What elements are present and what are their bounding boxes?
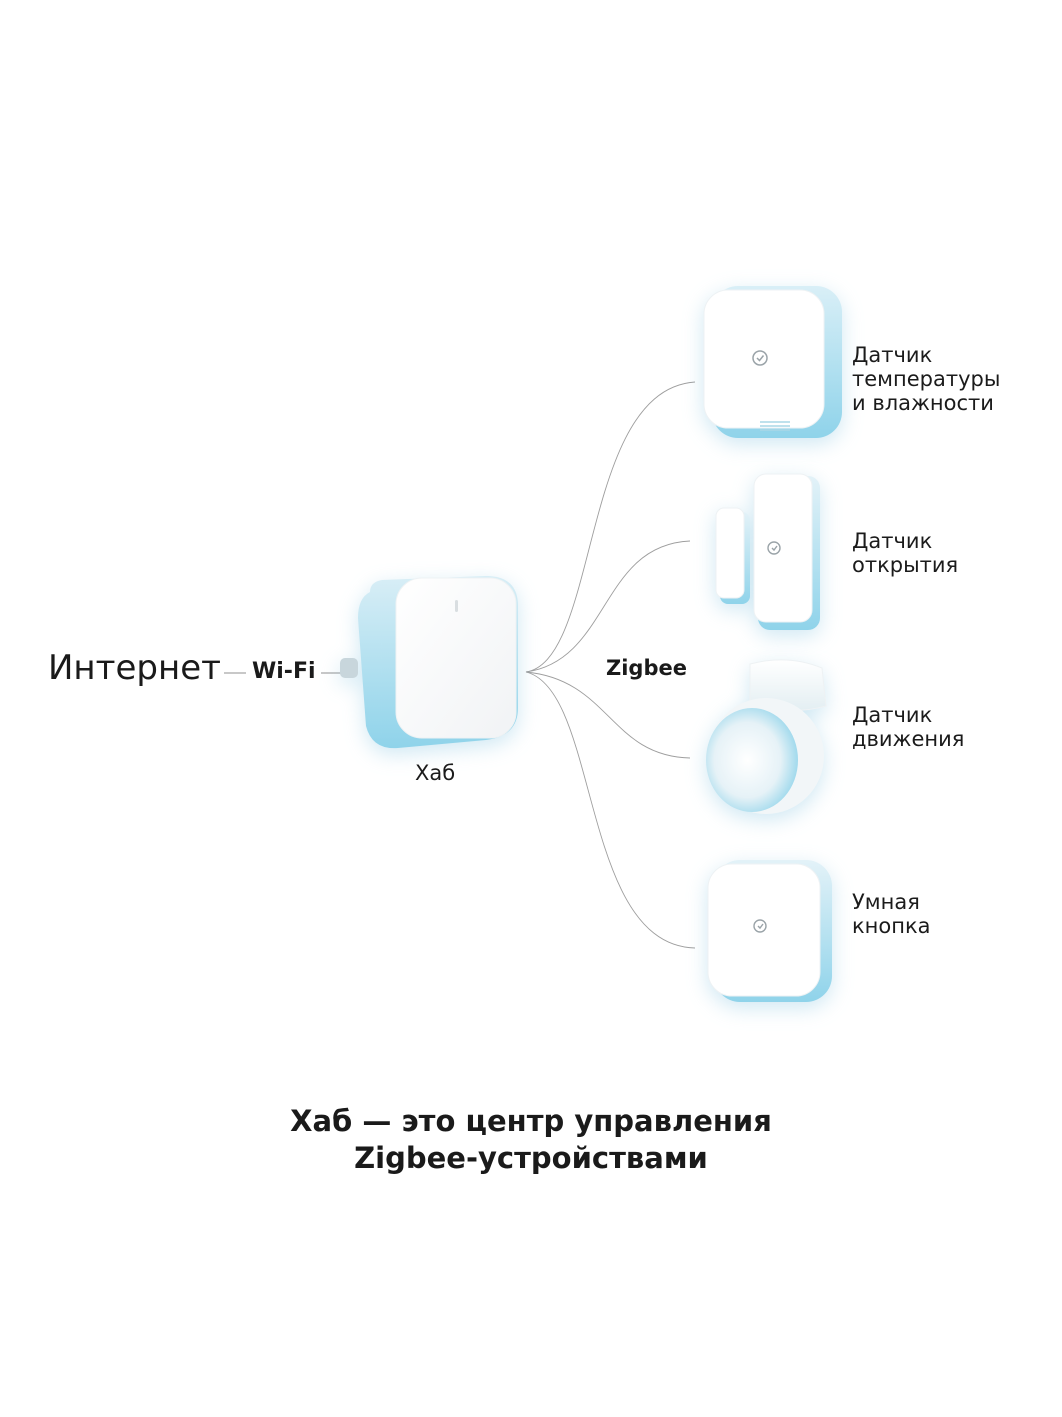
zigbee-line-2 bbox=[525, 540, 691, 673]
device-label-3: Датчик движения bbox=[852, 703, 964, 751]
device-label-1-line-2: температуры bbox=[852, 367, 1001, 391]
caption: Хаб — это центр управления Zigbee-устрой… bbox=[0, 1103, 1062, 1177]
motion-sensor-icon bbox=[706, 659, 827, 814]
device-label-4-line-2: кнопка bbox=[852, 914, 931, 938]
zigbee-line-1 bbox=[525, 381, 696, 673]
zigbee-label: Zigbee bbox=[606, 656, 687, 680]
wifi-label: Wi-Fi bbox=[252, 659, 316, 684]
internet-label: Интернет bbox=[48, 648, 221, 688]
hub-label: Хаб bbox=[415, 761, 456, 785]
device-label-2-line-2: открытия bbox=[852, 553, 959, 577]
zigbee-line-4 bbox=[525, 671, 696, 949]
device-label-4-line-1: Умная bbox=[852, 890, 920, 914]
caption-line-1: Хаб — это центр управления bbox=[290, 1104, 772, 1138]
device-label-2-line-1: Датчик bbox=[852, 529, 933, 553]
temperature-humidity-sensor-icon bbox=[703, 286, 842, 438]
smart-button-icon bbox=[707, 860, 832, 1002]
device-label-3-line-2: движения bbox=[852, 727, 965, 751]
hub-device-icon bbox=[340, 576, 518, 749]
device-label-1-line-1: Датчик bbox=[852, 343, 933, 367]
device-label-1: Датчик температуры и влажности bbox=[852, 343, 1000, 415]
device-label-3-line-1: Датчик bbox=[852, 703, 933, 727]
zigbee-line-3 bbox=[525, 671, 691, 759]
door-open-sensor-icon bbox=[715, 473, 820, 630]
device-label-2: Датчик открытия bbox=[852, 529, 958, 577]
device-label-4: Умная кнопка bbox=[852, 890, 931, 938]
caption-line-2: Zigbee-устройствами bbox=[354, 1141, 708, 1175]
device-label-1-line-3: и влажности bbox=[852, 391, 994, 415]
